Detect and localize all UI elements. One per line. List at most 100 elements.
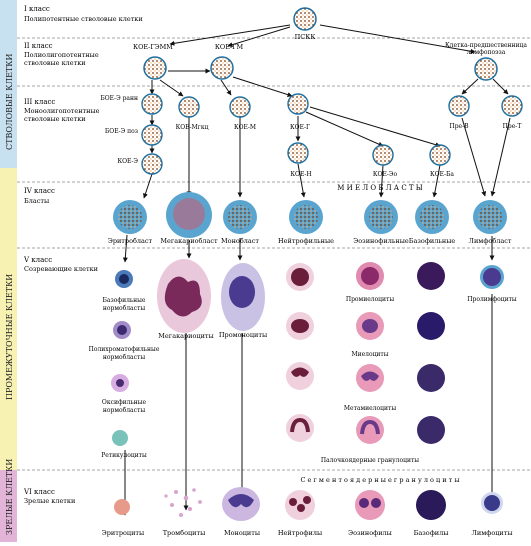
neutrophil-blast-label: Нейтрофильные <box>278 237 334 245</box>
band-granulocytes-label: Палочкоядерные гранулоциты <box>321 457 419 464</box>
stem-zone-label: СТВОЛОВЫЕ КЛЕТКИ <box>5 54 14 150</box>
koe-e-cell <box>141 153 163 175</box>
megakaryocytes-label: Мегакариоциты <box>158 332 213 340</box>
koe-gm-cell <box>210 56 234 80</box>
baso-normoblast-label1: Базофильные <box>103 297 146 304</box>
boe-e-early-label: БОЕ-Э ранн <box>100 95 138 102</box>
class1-desc: Полипотентные стволовые клетки <box>24 15 143 23</box>
koe-ba-cell <box>429 144 451 166</box>
pre-b-label: Пре-В <box>449 123 469 130</box>
basophilic-normoblast-nucleus <box>119 274 129 284</box>
neutro-metamyelocyte-cell <box>286 362 314 390</box>
neutrophil-blast-nucleus <box>294 205 318 229</box>
stem-zone-band <box>0 0 17 168</box>
oxy-normoblast-label2: нормобласты <box>103 407 145 414</box>
oxyphilic-normoblast-nucleus <box>116 379 124 387</box>
oxy-normoblast-label1: Оксифильные <box>102 399 147 406</box>
pre-b-cell <box>448 95 470 117</box>
koe-g-cell <box>287 93 309 115</box>
segmented-granulocytes-label: С е г м е н т о я д е р н ы е г р а н у … <box>300 476 459 484</box>
koe-g-label: КОЕ-Г <box>290 124 310 131</box>
reticulocyte-cell <box>112 430 128 446</box>
prolymphocytes-label: Пролимфоциты <box>467 296 517 303</box>
baso-normoblast-label2: нормобласты <box>103 305 145 312</box>
baso-myelocyte-cell <box>417 312 445 340</box>
neutro-promyelocyte-nucleus <box>291 268 309 286</box>
polychromatophilic-normoblast-nucleus <box>117 325 127 335</box>
koe-m-label: КОЕ-М <box>234 124 256 131</box>
koe-n-cell <box>287 142 309 164</box>
poly-normoblast-label2: нормобласты <box>103 354 145 361</box>
lymphocyte-nucleus <box>484 495 500 511</box>
class-dividers <box>17 37 531 471</box>
erythrocytes-label: Эритроциты <box>102 529 144 537</box>
class4-title: IV класс <box>24 187 55 195</box>
pskk-label: ПСКК <box>295 33 316 41</box>
koe-eo-cell <box>372 144 394 166</box>
eosinophil-nucleus <box>359 498 381 508</box>
koe-n-label: КОЕ-Н <box>290 171 311 178</box>
pskk-cell <box>293 7 317 31</box>
boe-e-early-cell <box>141 93 163 115</box>
class5-title: V класс <box>23 256 52 264</box>
eosino-band-cell <box>356 416 384 444</box>
class6-desc: Зрелые клетки <box>24 497 75 505</box>
erythroblast-nucleus <box>118 205 142 229</box>
platelets <box>164 488 202 517</box>
mature-zone-band <box>0 470 17 542</box>
baso-band-cell <box>417 416 445 444</box>
poly-normoblast-label1: Полихроматофильные <box>89 346 160 353</box>
koe-e-label: КОЕ-Э <box>117 158 138 165</box>
koe-meg-cell <box>178 96 200 118</box>
eosino-band-nucleus <box>360 419 380 435</box>
eosinophil-cell <box>355 490 385 520</box>
promonocyte-nucleus <box>229 276 255 308</box>
reticulocytes-label: Ретикулоциты <box>101 452 147 459</box>
myelocytes-label: Миелоциты <box>351 351 388 358</box>
neutro-myelocyte-nucleus <box>291 319 309 333</box>
neutro-band-nucleus <box>290 417 310 433</box>
eosinophils-label: Эозинофилы <box>348 529 392 537</box>
boe-e-late-cell <box>141 124 163 146</box>
neutro-band-cell <box>286 414 314 442</box>
basophil-cell <box>416 490 446 520</box>
koe-gemm-label: КОЕ-ГЭММ <box>133 43 173 51</box>
monoblast-nucleus <box>228 205 252 229</box>
koe-eo-label: КОЕ-Эо <box>373 171 398 178</box>
neutro-metamyelocyte-nucleus <box>291 367 309 377</box>
class3-desc1: Моноолигопотентные <box>24 107 100 115</box>
pre-t-cell <box>501 95 523 117</box>
eosino-promyelocyte-nucleus <box>361 267 379 285</box>
mature-zone-label: ЗРЕЛЫЕ КЛЕТКИ <box>5 459 14 535</box>
eosinophil-blast-label: Эозинофильные <box>353 237 409 245</box>
class2-title: II класс <box>24 42 53 50</box>
class3-desc2: стволовые клетки <box>24 115 86 123</box>
basophil-blast-label: Базофильные <box>409 237 456 245</box>
baso-metamyelocyte-cell <box>417 364 445 392</box>
erythroblast-label: Эритробласт <box>108 237 153 245</box>
class4-desc: Бласты <box>24 197 49 205</box>
basophil-blast-nucleus <box>420 205 444 229</box>
class1-title: I класс <box>24 5 50 13</box>
koe-ba-label: КОЕ-Ба <box>430 171 454 178</box>
prolymphocyte-nucleus <box>483 268 501 286</box>
class2-desc2: стволовые клетки <box>24 59 86 67</box>
boe-e-late-label: БОЕ-Э поз <box>105 128 138 135</box>
promonocytes-label: Промоноциты <box>219 331 267 339</box>
class2-desc1: Полиолигопотентные <box>24 51 99 59</box>
lineage-arrows <box>122 24 511 516</box>
baso-promyelocyte-cell <box>417 262 445 290</box>
metamyelocytes-label: Метамиелоциты <box>344 405 396 412</box>
eosinophil-blast-nucleus <box>369 205 393 229</box>
monocyte-nucleus <box>228 494 254 508</box>
lymph-precursor-label2: лимфопоэза <box>467 49 506 56</box>
monoblast-label: Монобласт <box>221 237 259 245</box>
koe-gemm-cell <box>143 56 167 80</box>
lymphoblast-label: Лимфобласт <box>469 237 512 245</box>
class6-title: VI класс <box>23 488 55 496</box>
promyelocytes-label: Промиелоциты <box>346 296 395 303</box>
eosino-myelocyte-nucleus <box>362 319 378 333</box>
koe-m-cell <box>229 96 251 118</box>
lymph-precursor-label1: Клетка-предшественница <box>445 42 527 49</box>
